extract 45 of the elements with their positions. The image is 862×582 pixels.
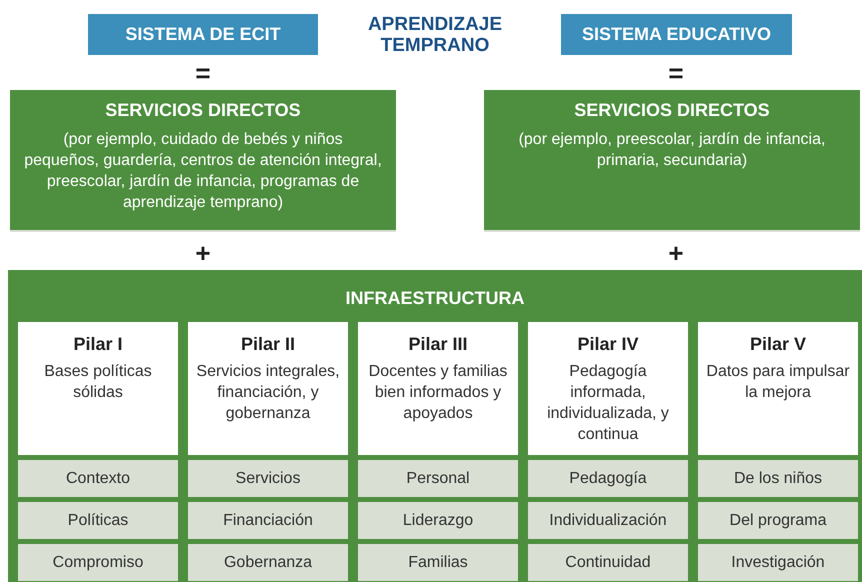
equals-sign: = — [194, 60, 212, 86]
component-cell: Investigación — [698, 544, 858, 581]
component-cell: Contexto — [18, 460, 178, 497]
component-cell: Gobernanza — [188, 544, 348, 581]
pillar-text: Datos para impulsar la mejora — [705, 362, 851, 403]
component-cell: De los niños — [698, 460, 858, 497]
pillar-card — [698, 322, 858, 455]
box-text: (por ejemplo, cuidado de bebés y niños pequeños, guardería, centros de atención integral, preescolar, jardín de infancia, programas de aprendizaje temprano) — [24, 130, 382, 213]
box-heading: SERVICIOS DIRECTOS — [104, 100, 302, 121]
plus-sign: + — [667, 240, 685, 266]
component-cell: Compromiso — [18, 544, 178, 581]
pillar-card — [188, 322, 348, 455]
component-cell: Del programa — [698, 502, 858, 539]
component-cell: Individualización — [528, 502, 688, 539]
services-box — [484, 90, 860, 232]
component-cell: Liderazgo — [358, 502, 518, 539]
pillar-text: Docentes y familias bien informados y apoyados — [368, 362, 508, 424]
pillar-text: Pedagogía informada, individualizada, y continua — [546, 362, 670, 445]
panel-heading: INFRAESTRUCTURA — [344, 288, 526, 309]
pillar-heading: Pilar II — [240, 334, 296, 355]
pillar-card — [18, 322, 178, 455]
pillar-heading: Pilar IV — [576, 334, 640, 355]
pillar-card — [358, 322, 518, 455]
diagram-title: APRENDIZAJE TEMPRANO — [366, 14, 504, 56]
box-heading: SERVICIOS DIRECTOS — [573, 100, 771, 121]
equals-sign: = — [667, 60, 685, 86]
system-box: SISTEMA DE ECIT — [88, 14, 318, 55]
pillar-card — [528, 322, 688, 455]
plus-sign: + — [194, 240, 212, 266]
pillar-heading: Pilar III — [407, 334, 469, 355]
component-cell: Pedagogía — [528, 460, 688, 497]
box-text: (por ejemplo, preescolar, jardín de infancia, primaria, secundaria) — [518, 130, 826, 171]
component-cell: Familias — [358, 544, 518, 581]
system-box: SISTEMA EDUCATIVO — [561, 14, 792, 55]
component-cell: Servicios — [188, 460, 348, 497]
component-cell: Personal — [358, 460, 518, 497]
pillar-heading: Pilar I — [72, 334, 124, 355]
pillar-text: Servicios integrales, financiación, y gobernanza — [195, 362, 341, 424]
component-cell: Políticas — [18, 502, 178, 539]
pillar-heading: Pilar V — [748, 334, 808, 355]
infrastructure-panel — [8, 270, 862, 582]
services-box — [10, 90, 396, 232]
pillar-text: Bases políticas sólidas — [43, 362, 153, 403]
component-cell: Financiación — [188, 502, 348, 539]
component-cell: Continuidad — [528, 544, 688, 581]
